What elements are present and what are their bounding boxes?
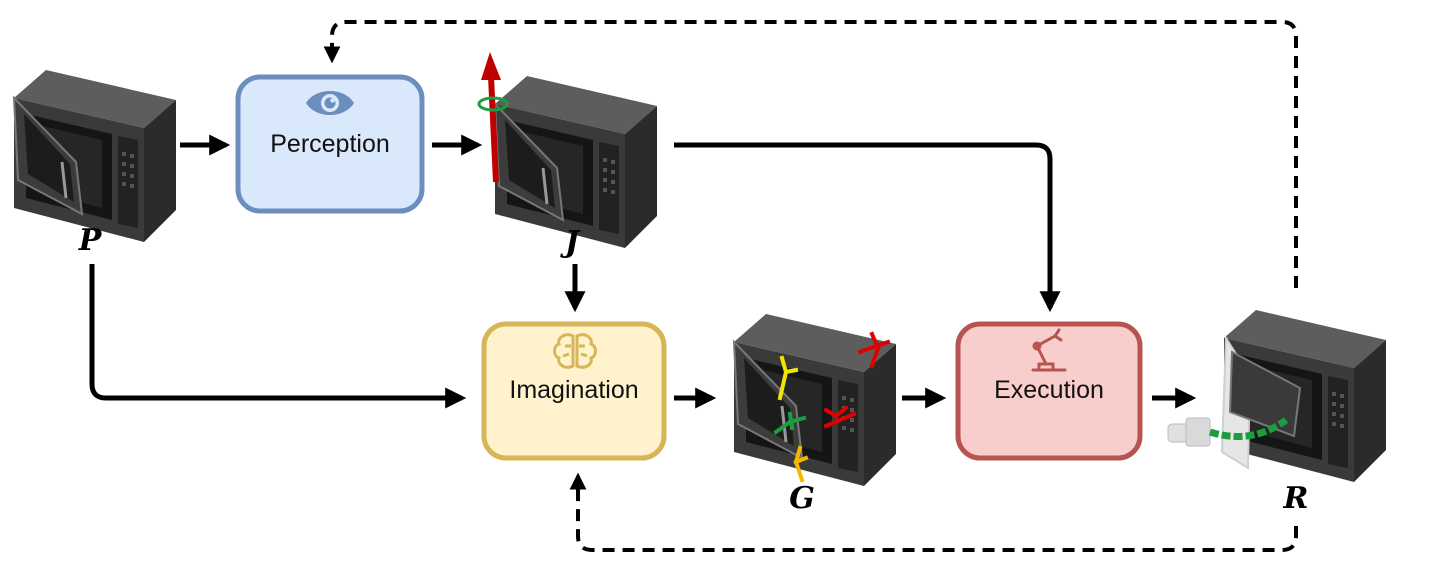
variable-j-label: J	[560, 225, 581, 260]
variable-p-label: P	[78, 223, 103, 258]
perception-box-frame	[235, 74, 425, 214]
execution-label: Execution	[994, 376, 1104, 404]
solid-arrows	[89, 134, 1197, 409]
gripper-palm	[1185, 417, 1211, 447]
eye-icon	[306, 91, 354, 115]
grasp-candidate-red-side	[823, 405, 857, 429]
joint-axis-arrowhead	[481, 52, 501, 80]
imagination-box-frame	[481, 321, 667, 461]
brain-icon	[553, 333, 597, 369]
arrow-p-to-imagination	[89, 264, 467, 409]
grasp-candidate-orange	[793, 445, 809, 483]
dashed-arrows	[323, 20, 1298, 552]
microwave-p	[12, 70, 176, 242]
grasp-candidate-red-top	[857, 331, 891, 369]
grasp-candidate-yellow	[777, 355, 799, 401]
grasp-candidates	[773, 331, 891, 483]
feedback-arrow-r-to-perception	[323, 20, 1298, 288]
perception-label: Perception	[270, 130, 390, 158]
microwave-j	[493, 76, 657, 248]
arrow-j-to-execution	[674, 142, 1061, 313]
joint-axis-line	[488, 75, 499, 183]
imagination-box: Imagination	[481, 321, 667, 461]
gripper	[1167, 417, 1211, 447]
feedback-arrow-r-to-imagination	[569, 472, 1298, 552]
imagination-label: Imagination	[509, 376, 638, 404]
robot-arm-icon	[1031, 328, 1067, 372]
variable-g-label: G	[789, 481, 815, 516]
variable-r-label: R	[1283, 481, 1309, 516]
execution-box: Execution	[955, 321, 1143, 461]
joint-rotation-ring	[477, 96, 509, 112]
microwave-g	[732, 314, 896, 486]
open-door	[1228, 350, 1302, 438]
motion-trajectory	[1208, 417, 1289, 440]
grasp-candidate-green	[773, 411, 807, 435]
execution-box-frame	[955, 321, 1143, 461]
joint-axis	[477, 52, 509, 183]
perception-box: Perception	[235, 74, 425, 214]
